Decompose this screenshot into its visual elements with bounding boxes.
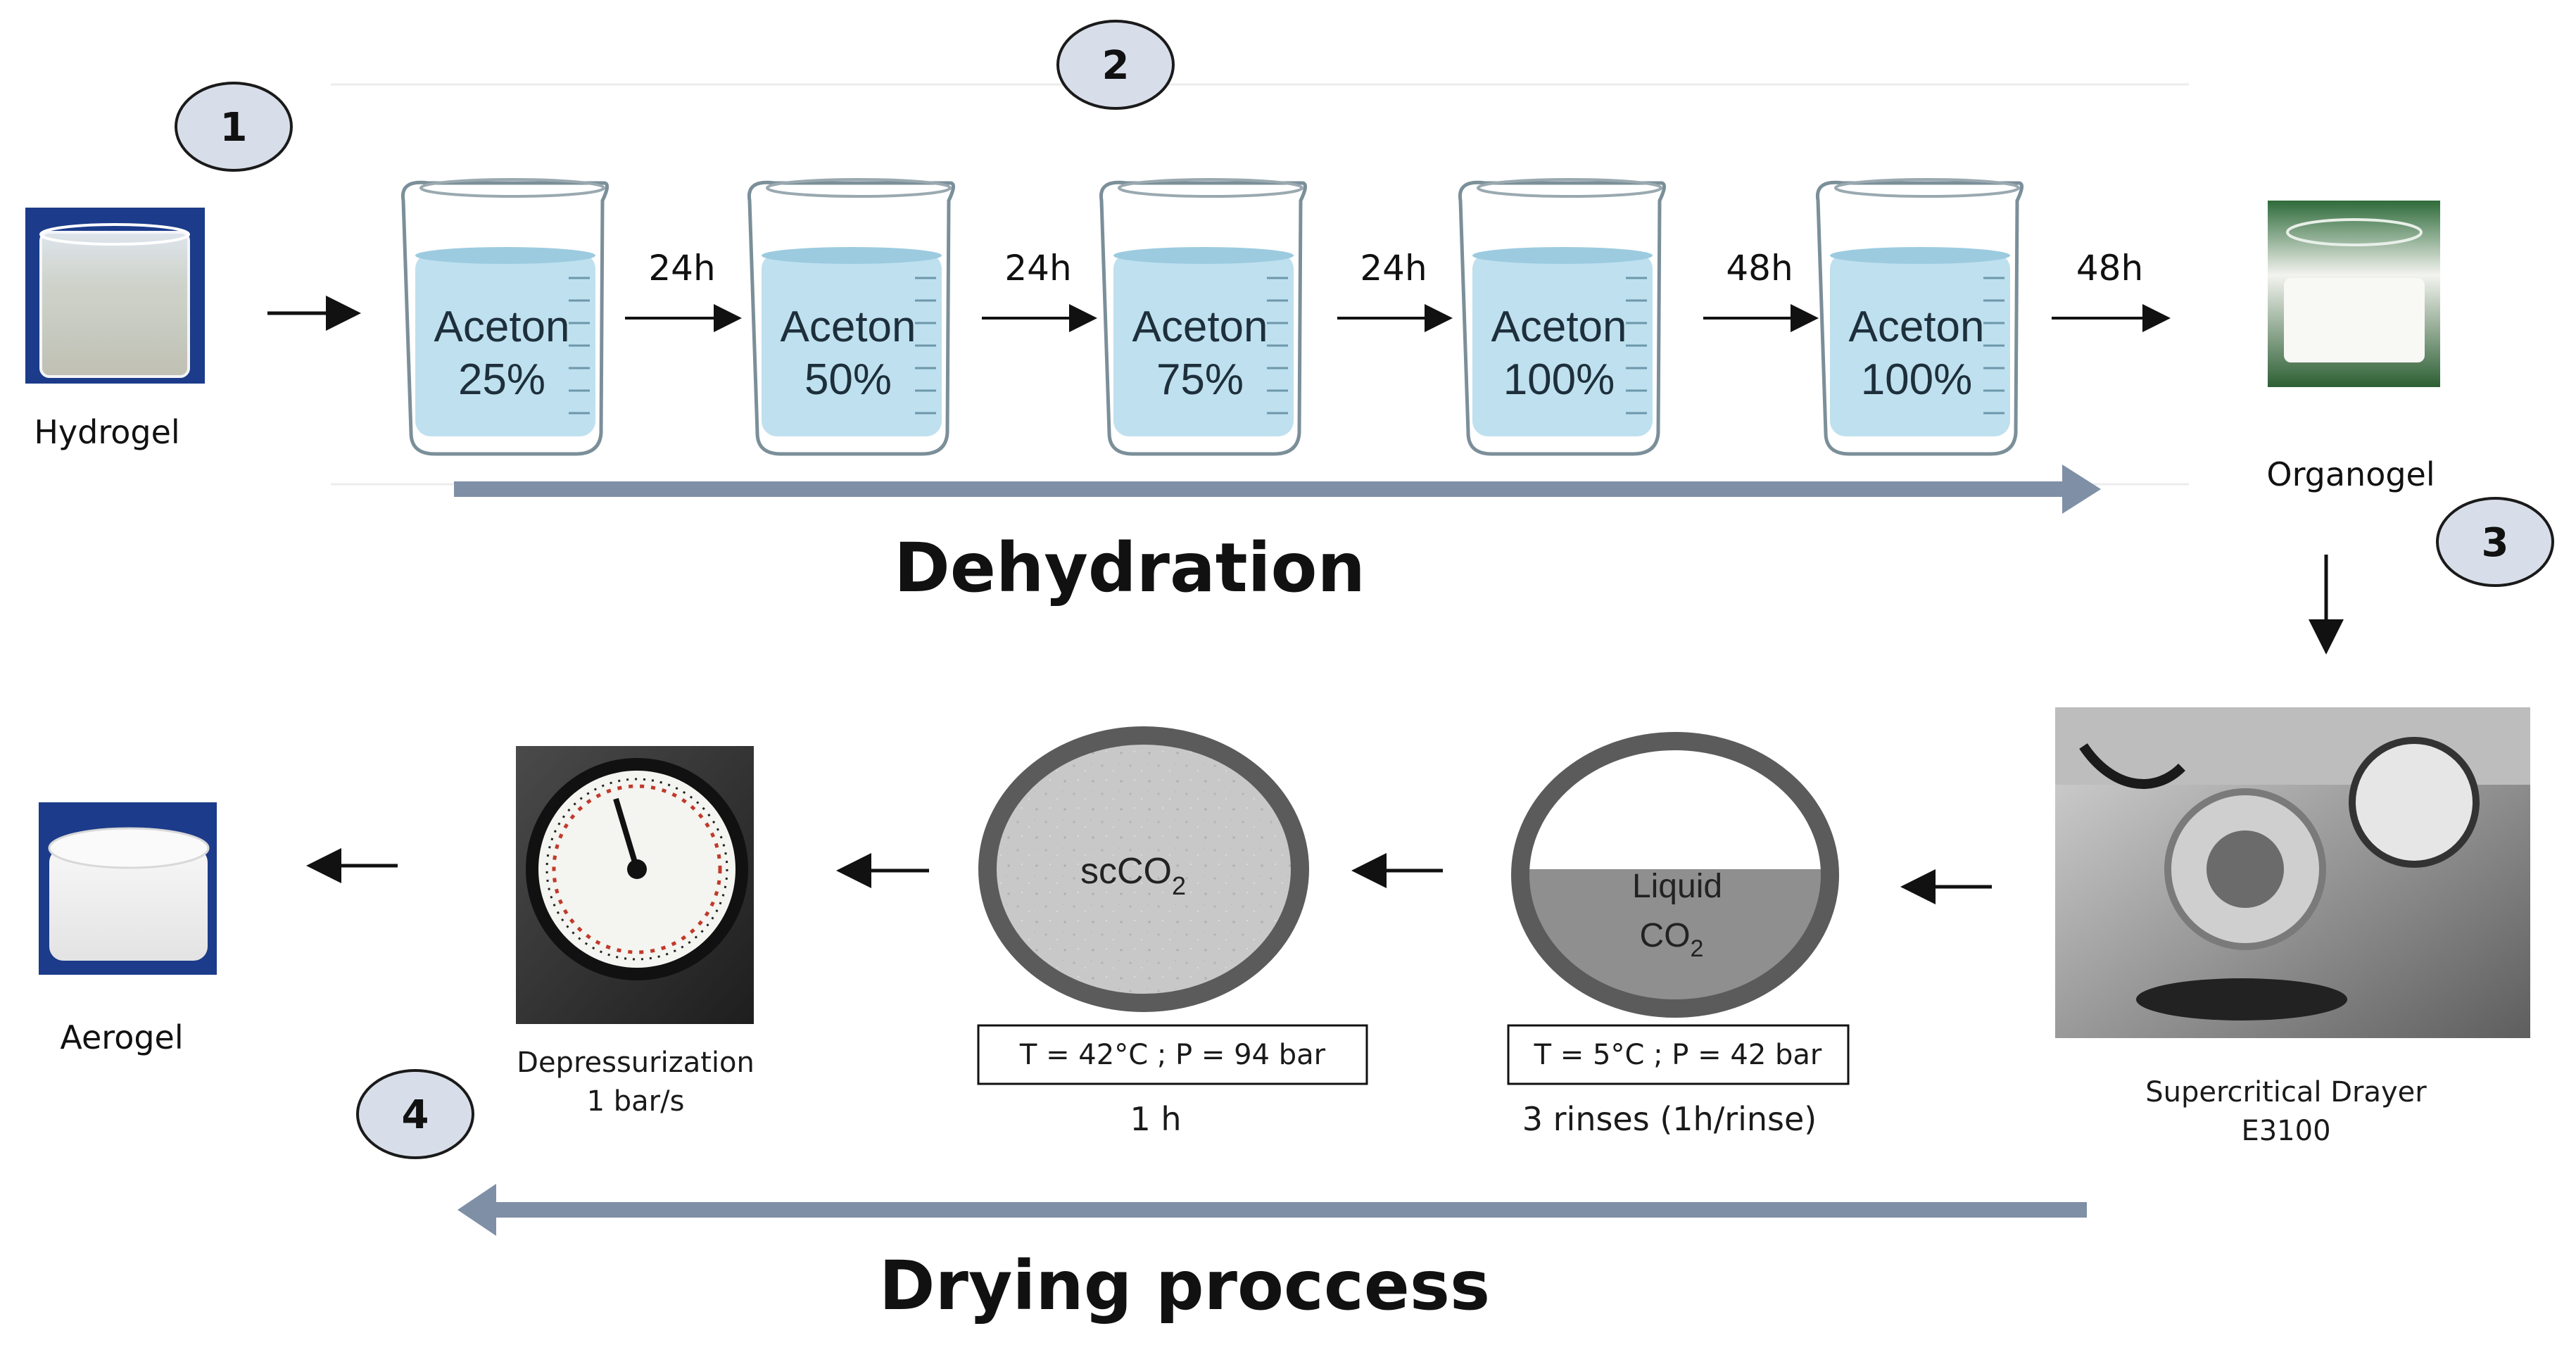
scco2-text: scCO xyxy=(1080,851,1172,892)
aerogel-photo xyxy=(39,802,217,975)
liquid-co2-text: CO xyxy=(1640,917,1691,954)
organogel-label: Organogel xyxy=(2266,455,2435,493)
liquid-time-label: 3 rinses (1h/rinse) xyxy=(1522,1100,1817,1138)
beaker-4-percent: 100% xyxy=(1503,355,1615,404)
duration-row: 24h 24h 24h 48h 48h xyxy=(625,248,2171,332)
step-badge-1: 1 xyxy=(175,82,293,172)
duration-5: 48h xyxy=(2052,248,2171,332)
dehydration-arrow xyxy=(454,465,2101,514)
liquid-label: Liquid xyxy=(1632,868,1722,905)
hydrogel-label: Hydrogel xyxy=(34,413,179,451)
liquid-conditions-label: T = 5°C ; P = 42 bar xyxy=(1534,1039,1822,1071)
beaker-row: Aceton25%Aceton50%Aceton75%Aceton100%Ace… xyxy=(400,178,2023,456)
organogel-photo xyxy=(2268,201,2440,387)
duration-1: 24h xyxy=(625,248,742,332)
dehydration-label: Dehydration xyxy=(894,529,1365,607)
beaker-4-name: Aceton xyxy=(1491,303,1627,351)
beaker-3-percent: 75% xyxy=(1156,355,1244,404)
liquid-co2-subscript: 2 xyxy=(1691,935,1704,962)
sc-time-label: 1 h xyxy=(1130,1100,1181,1138)
duration-label-3: 24h xyxy=(1360,248,1427,289)
beaker-2-percent: 50% xyxy=(804,355,892,404)
dryer-label-line2: E3100 xyxy=(2241,1115,2330,1147)
duration-label-2: 24h xyxy=(1004,248,1071,289)
depressurization-label-line1: Depressurization xyxy=(517,1047,755,1079)
beaker-5-name: Aceton xyxy=(1848,303,1984,351)
beaker-2-name: Aceton xyxy=(780,303,916,351)
beaker-3-name: Aceton xyxy=(1132,303,1268,351)
liquid-co2-vessel xyxy=(1511,732,1839,1018)
duration-label-1: 24h xyxy=(648,248,715,289)
step-badge-1-label: 1 xyxy=(220,105,248,151)
aerogel-label: Aerogel xyxy=(60,1018,183,1056)
hydrogel-photo xyxy=(25,208,205,384)
sc-conditions-label: T = 42°C ; P = 94 bar xyxy=(1019,1039,1326,1071)
liquid-conditions-box xyxy=(1507,1024,1850,1085)
duration-3: 24h xyxy=(1337,248,1453,332)
beaker-1-name: Aceton xyxy=(434,303,569,351)
dryer-label-line1: Supercritical Drayer xyxy=(2145,1076,2427,1108)
step-badge-3: 3 xyxy=(2436,497,2554,587)
supercritical-dryer-photo xyxy=(2055,707,2530,1038)
duration-2: 24h xyxy=(982,248,1097,332)
scco2-vessel xyxy=(978,726,1309,1012)
depressurization-label-line2: 1 bar/s xyxy=(587,1085,685,1118)
drying-process-label: Drying proccess xyxy=(879,1246,1490,1325)
beaker-1-percent: 25% xyxy=(458,355,545,404)
liquid-co2-formula: CO2 xyxy=(1640,917,1704,962)
scco2-subscript: 2 xyxy=(1172,871,1186,900)
scco2-formula: scCO2 xyxy=(1080,851,1186,900)
step-badge-4-label: 4 xyxy=(402,1092,429,1138)
step-badge-2: 2 xyxy=(1056,20,1175,110)
duration-label-4: 48h xyxy=(1726,248,1793,289)
duration-4: 48h xyxy=(1703,248,1819,332)
step-badge-4: 4 xyxy=(356,1069,474,1159)
step-badge-2-label: 2 xyxy=(1102,43,1130,89)
beaker-5-percent: 100% xyxy=(1861,355,1973,404)
duration-label-5: 48h xyxy=(2076,248,2143,289)
pressure-gauge-photo xyxy=(516,746,754,1024)
sc-conditions-box xyxy=(977,1024,1368,1085)
step-badge-3-label: 3 xyxy=(2482,520,2509,566)
drying-process-arrow xyxy=(457,1184,2087,1236)
